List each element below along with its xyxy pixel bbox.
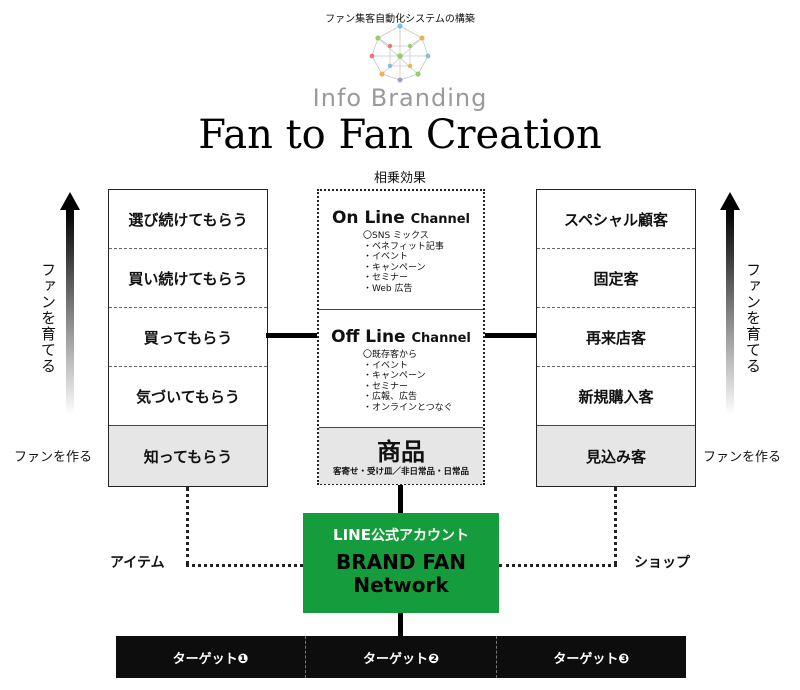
list-item: ・ベネフィット記事: [363, 241, 444, 252]
list-item: ・セミナー: [363, 381, 409, 392]
grow-fans-label-left: ファンを育てる: [39, 262, 57, 374]
targets-bar: ターゲット❶ ターゲット❷ ターゲット❸: [116, 636, 686, 678]
item-label: アイテム: [110, 555, 165, 571]
make-fans-label-right: ファンを作る: [703, 450, 782, 465]
online-title-main: On Line: [331, 208, 405, 228]
line-account-text: 公式アカウント: [370, 528, 469, 544]
online-channel-section: On Line Channel 〇SNS ミックス ・ベネフィット記事 ・イベン…: [319, 191, 483, 310]
customer-types-column: スペシャル顧客 固定客 再来店客 新規購入客 見込み客: [536, 189, 696, 487]
synergy-label: 相乗効果: [373, 171, 426, 186]
target-3: ターゲット❸: [495, 636, 686, 678]
stage-keep-choosing: 選び続けてもらう: [109, 190, 267, 249]
list-item: ・セミナー: [363, 273, 409, 283]
shop-label: ショップ: [634, 555, 690, 571]
list-item: ・キャンペーン: [363, 371, 426, 381]
online-channel-title: On Line Channel: [319, 208, 483, 228]
network-line-2: Network: [353, 573, 449, 597]
target-2: ターゲット❷: [305, 636, 495, 678]
stage-buy: 買ってもらう: [109, 308, 267, 367]
dotted-line-right-horizontal: [499, 564, 617, 567]
list-item: ・広報、広告: [363, 392, 418, 402]
header-caption: ファン集客自動化システムの構築: [325, 14, 475, 25]
stage-know: 知ってもらう: [109, 426, 267, 486]
product-title: 商品: [377, 438, 425, 466]
list-item: 〇SNS ミックス: [363, 231, 429, 241]
channel-box: On Line Channel 〇SNS ミックス ・ベネフィット記事 ・イベン…: [317, 189, 485, 485]
brand-name: Info Branding: [312, 84, 488, 112]
grow-up-arrow-right-icon: [720, 192, 740, 415]
connector-center-bottom: [398, 613, 403, 636]
customer-returning: 再来店客: [537, 308, 695, 367]
network-line-1: BRAND FAN: [335, 550, 466, 574]
line-brand-text: LINE: [333, 526, 371, 544]
make-fans-label-left: ファンを作る: [14, 450, 93, 465]
connector-right: [485, 333, 536, 338]
offline-title-sub: Channel: [411, 331, 471, 346]
brand-fan-network: BRAND FAN Network: [303, 551, 499, 597]
list-item: 〇既存客から: [363, 350, 418, 360]
online-channel-list: 〇SNS ミックス ・ベネフィット記事 ・イベント ・キャンペーン ・セミナー …: [363, 231, 444, 294]
dotted-line-left-horizontal: [186, 564, 303, 567]
dotted-line-left-vertical: [186, 487, 189, 565]
offline-title-main: Off Line: [331, 327, 406, 347]
action-stages-column: 選び続けてもらう 買い続けてもらう 買ってもらう 気づいてもらう 知ってもらう: [108, 189, 268, 487]
dotted-line-right-vertical: [614, 487, 617, 565]
offline-channel-section: Off Line Channel 〇既存客から ・イベント ・キャンペーン ・セ…: [319, 309, 483, 427]
offline-channel-list: 〇既存客から ・イベント ・キャンペーン ・セミナー ・広報、広告 ・オンライン…: [363, 350, 453, 413]
line-account-heading: LINE公式アカウント: [303, 525, 499, 545]
customer-special: スペシャル顧客: [537, 190, 695, 249]
offline-channel-title: Off Line Channel: [319, 327, 483, 347]
list-item: ・キャンペーン: [363, 262, 426, 273]
target-1: ターゲット❶: [172, 651, 249, 667]
grow-fans-label-right: ファンを育てる: [744, 262, 762, 374]
stage-notice: 気づいてもらう: [109, 367, 267, 426]
stage-keep-buying: 買い続けてもらう: [109, 249, 267, 308]
connector-center-top: [398, 485, 403, 513]
customer-regular: 固定客: [537, 249, 695, 308]
customer-prospect: 見込み客: [537, 426, 695, 486]
list-item: ・Web 広告: [363, 283, 413, 294]
connector-left: [266, 333, 317, 338]
product-subtitle: 客寄せ・受け皿／非日常品・日常品: [332, 467, 469, 477]
list-item: ・オンラインとつなぐ: [363, 402, 453, 413]
list-item: ・イベント: [363, 360, 409, 371]
product-section: 商品 客寄せ・受け皿／非日常品・日常品: [319, 427, 483, 484]
line-official-account-box: LINE公式アカウント BRAND FAN Network: [303, 513, 499, 613]
network-logo-icon: [369, 23, 431, 83]
list-item: ・イベント: [363, 252, 409, 262]
customer-new: 新規購入客: [537, 367, 695, 426]
grow-up-arrow-left-icon: [60, 192, 80, 415]
main-title: Fan to Fan Creation: [198, 112, 602, 158]
online-title-sub: Channel: [410, 212, 471, 227]
